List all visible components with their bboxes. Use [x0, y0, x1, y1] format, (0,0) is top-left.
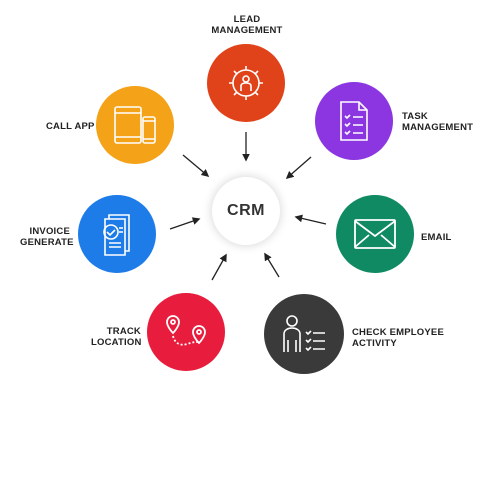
track-location-label: TRACK LOCATION: [91, 326, 142, 348]
track-location-node: [147, 293, 225, 371]
gear-person-icon: [229, 66, 263, 100]
email-node: [336, 195, 414, 273]
location-route-icon: [166, 315, 206, 346]
check-employee-activity-node: [264, 294, 344, 374]
employee-checklist-icon: [283, 315, 325, 352]
checklist-icon: [340, 101, 368, 141]
arrow-invoice: [169, 217, 201, 230]
tablet-phone-icon: [114, 106, 156, 144]
invoice-generate-label: INVOICE GENERATE: [20, 226, 74, 248]
arrow-email: [294, 214, 327, 225]
invoice-generate-node: [78, 195, 156, 273]
lead-management-label: LEAD MANAGEMENT: [211, 14, 283, 36]
email-label: EMAIL: [421, 232, 452, 243]
check-employee-activity-label: CHECK EMPLOYEE ACTIVITY: [352, 327, 445, 349]
arrow-employee: [264, 252, 280, 278]
envelope-icon: [354, 219, 396, 249]
lead-management-node: [207, 44, 285, 122]
arrow-callapp: [182, 154, 210, 178]
arrow-location: [211, 253, 227, 281]
call-app-node: [96, 86, 174, 164]
task-management-node: [315, 82, 393, 160]
invoice-check-icon: [103, 214, 130, 256]
crm-center-node: CRM: [212, 177, 280, 245]
task-management-label: TASK MANAGEMENT: [402, 111, 474, 133]
crm-center-label: CRM: [227, 202, 265, 219]
arrow-task: [285, 156, 312, 180]
call-app-label: CALL APP: [46, 121, 95, 132]
